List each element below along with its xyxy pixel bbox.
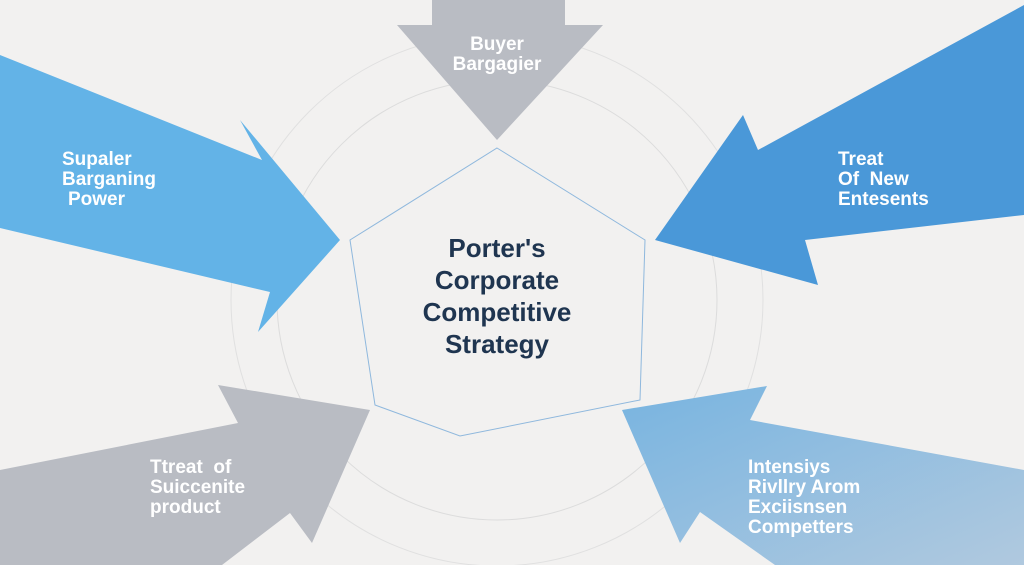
label-line: Buyer [470, 34, 524, 55]
label-line: Rivllry Arom [748, 477, 861, 498]
label-line: Barganing [62, 169, 156, 190]
label-line: Intensiys [748, 457, 831, 478]
new-entrants-arrow [655, 5, 1024, 285]
label-line: Competters [748, 517, 854, 538]
label-line: Of New [838, 169, 909, 190]
center-line: Strategy [444, 329, 550, 359]
label-line: Power [68, 189, 126, 210]
label-line: product [150, 497, 221, 518]
center-pentagon [349, 147, 646, 437]
buyer-arrow [397, 0, 603, 140]
substitutes-label: Ttreat of Suiccenite product [150, 458, 245, 518]
label-line: Exciisnsen [748, 497, 848, 518]
center-line: Competitive [422, 297, 572, 327]
supplier-arrow [0, 55, 340, 332]
new-entrants-label: Treat Of New Entesents [838, 150, 929, 210]
center-line: Porter's [448, 233, 546, 263]
center-title: Porter's Corporate Competitive Strategy [397, 232, 597, 360]
buyer-label: Buyer Bargagier [447, 35, 547, 75]
rivalry-label: Intensiys Rivllry Arom Exciisnsen Compet… [748, 458, 860, 538]
label-line: Supaler [62, 149, 132, 170]
supplier-label: Supaler Barganing Power [62, 150, 156, 210]
label-line: Treat [838, 149, 884, 170]
label-line: Bargagier [452, 54, 542, 75]
label-line: Ttreat of [150, 457, 232, 478]
rivalry-arrow [622, 386, 1024, 565]
label-line: Suiccenite [150, 477, 246, 498]
substitutes-arrow [0, 385, 370, 565]
label-line: Entesents [838, 189, 929, 210]
center-line: Corporate [434, 265, 560, 295]
